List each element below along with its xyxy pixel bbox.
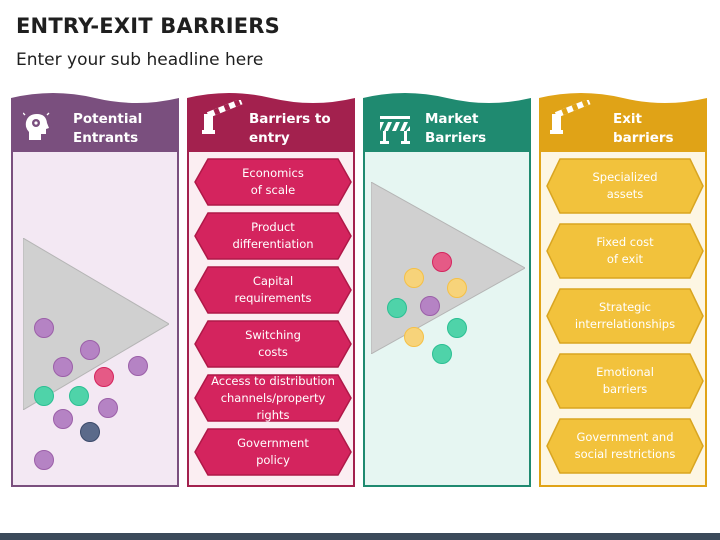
column-title: Barriers to entry: [249, 111, 331, 146]
column-title: Potential Entrants: [73, 111, 143, 146]
entrant-dot: [80, 422, 100, 442]
market-dot: [432, 252, 452, 272]
head-gears-icon: [23, 112, 50, 140]
entrant-dot: [34, 386, 54, 406]
column-body: [11, 152, 179, 487]
column-header: Barriers to entry: [187, 92, 355, 154]
column-title: Exit barriers: [613, 111, 674, 146]
column-body: [363, 152, 531, 487]
column-header: Market Barriers: [363, 92, 531, 154]
column-header: Exit barriers: [539, 92, 707, 154]
entrant-dot: [34, 450, 54, 470]
barrier-gate-icon: [202, 100, 243, 134]
roadblock-icon: [380, 116, 410, 144]
market-dot: [387, 298, 407, 318]
market-dot: [404, 327, 424, 347]
column-title: Market Barriers: [425, 111, 487, 146]
market-dot: [447, 278, 467, 298]
column-market-barriers: Market Barriers: [363, 92, 531, 487]
market-dot: [420, 296, 440, 316]
page-title: ENTRY-EXIT BARRIERS: [16, 14, 280, 38]
entrant-dot: [53, 357, 73, 377]
entrant-dot: [34, 318, 54, 338]
entrant-dot: [94, 367, 114, 387]
entrant-dot: [128, 356, 148, 376]
column-header: Potential Entrants: [11, 92, 179, 154]
entrant-dot: [69, 386, 89, 406]
entrant-dot: [53, 409, 73, 429]
entrant-dot: [98, 398, 118, 418]
barrier-gate-icon: [550, 100, 591, 134]
page-subtitle: Enter your sub headline here: [16, 50, 264, 70]
entrant-dot: [80, 340, 100, 360]
bottom-bar: [0, 533, 720, 540]
market-dot: [432, 344, 452, 364]
market-dot: [447, 318, 467, 338]
market-dot: [404, 268, 424, 288]
column-potential-entrants: Potential Entrants: [11, 92, 179, 487]
